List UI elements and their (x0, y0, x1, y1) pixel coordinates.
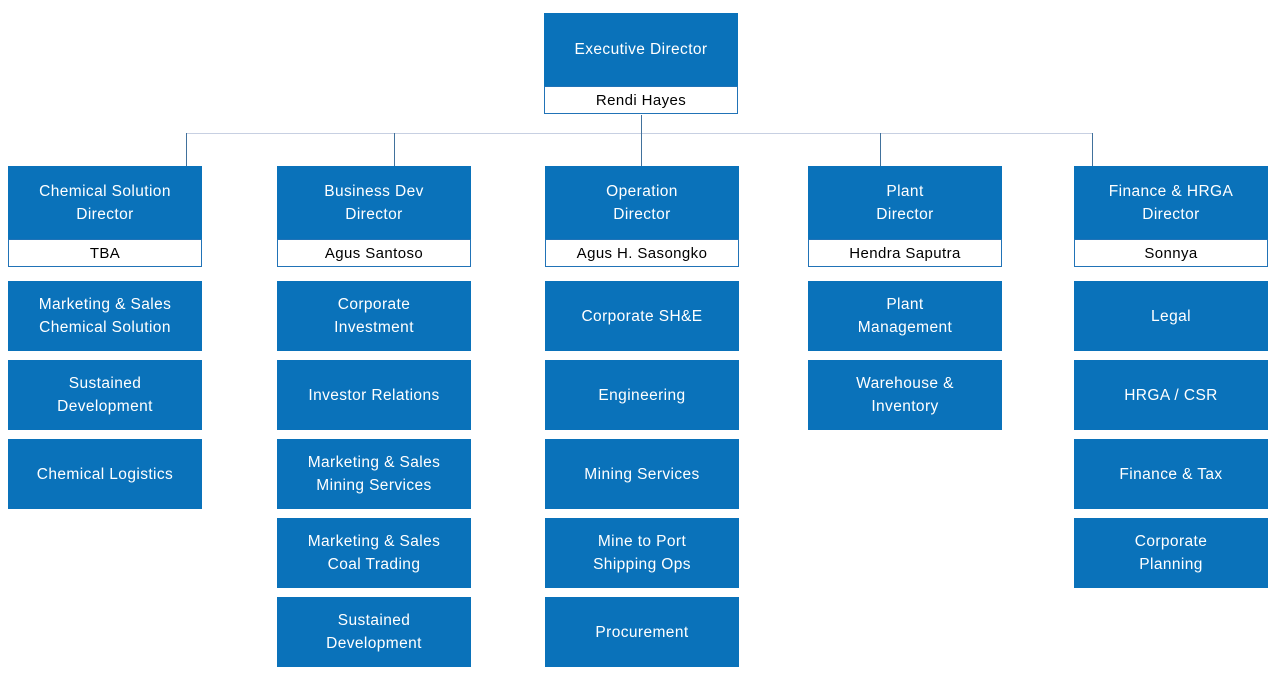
org-node-mine-to-port-shipping-ops: Mine to Port Shipping Ops (545, 518, 739, 588)
org-node-title: Operation Director (545, 166, 739, 239)
org-node-corporate-sh-e: Corporate SH&E (545, 281, 739, 351)
org-node-title: Plant Director (808, 166, 1002, 239)
org-node-name-plate: Rendi Hayes (544, 86, 738, 114)
org-node-sustained-development: Sustained Development (277, 597, 471, 667)
org-node-title: Finance & HRGA Director (1074, 166, 1268, 239)
connector-drop-4 (1092, 133, 1093, 166)
org-node-corporate-investment: Corporate Investment (277, 281, 471, 351)
org-node-name-plate: Sonnya (1074, 239, 1268, 267)
org-node-finance-tax: Finance & Tax (1074, 439, 1268, 509)
connector-horizontal (186, 133, 1092, 134)
org-node-hrga-csr: HRGA / CSR (1074, 360, 1268, 430)
org-node-marketing-sales-chemical-solution: Marketing & Sales Chemical Solution (8, 281, 202, 351)
org-node-title: Business Dev Director (277, 166, 471, 239)
org-node-chemical-logistics: Chemical Logistics (8, 439, 202, 509)
org-node-engineering: Engineering (545, 360, 739, 430)
connector-drop-3 (880, 133, 881, 166)
org-node-investor-relations: Investor Relations (277, 360, 471, 430)
org-node-name-plate: TBA (8, 239, 202, 267)
connector-drop-0 (186, 133, 187, 166)
connector-drop-1 (394, 133, 395, 166)
org-node-corporate-planning: Corporate Planning (1074, 518, 1268, 588)
org-node-legal: Legal (1074, 281, 1268, 351)
org-node-warehouse-inventory: Warehouse & Inventory (808, 360, 1002, 430)
org-node-procurement: Procurement (545, 597, 739, 667)
org-node-marketing-sales-mining-services: Marketing & Sales Mining Services (277, 439, 471, 509)
org-node-sustained-development: Sustained Development (8, 360, 202, 430)
connector-stem-root (641, 115, 642, 166)
org-node-name-plate: Hendra Saputra (808, 239, 1002, 267)
org-node-name-plate: Agus Santoso (277, 239, 471, 267)
org-node-title: Executive Director (544, 13, 738, 86)
org-node-executive-director: Executive Director Rendi Hayes (544, 13, 738, 114)
org-node-plant-management: Plant Management (808, 281, 1002, 351)
org-node-mining-services: Mining Services (545, 439, 739, 509)
org-node-marketing-sales-coal-trading: Marketing & Sales Coal Trading (277, 518, 471, 588)
org-node-name-plate: Agus H. Sasongko (545, 239, 739, 267)
org-node-title: Chemical Solution Director (8, 166, 202, 239)
